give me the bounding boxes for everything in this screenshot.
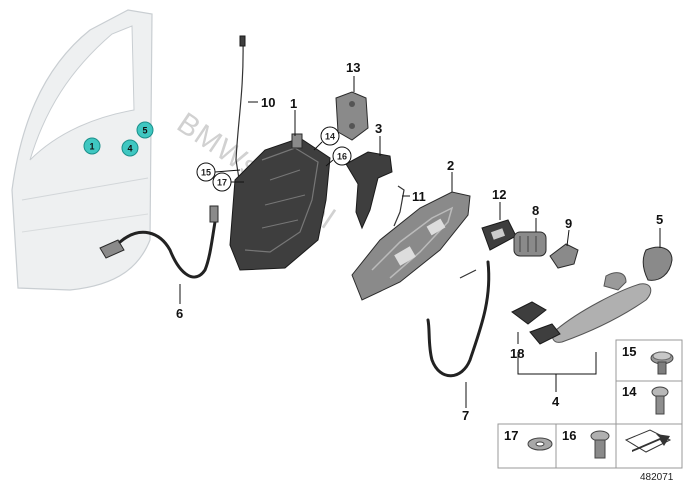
- screw-16-icon: [590, 430, 610, 459]
- callout-6-label: 6: [176, 306, 183, 321]
- circled-callout-17-label: 17: [217, 178, 227, 188]
- callout-18: 18: [510, 332, 524, 361]
- screw-15-icon: [650, 351, 674, 375]
- washer-17-icon: [527, 437, 553, 451]
- callout-18-label: 18: [510, 346, 524, 361]
- door-marker-4: 4: [121, 139, 139, 157]
- part-8-lock-cylinder: [513, 231, 547, 257]
- callout-4: 4: [517, 352, 597, 409]
- circled-callout-16: 16: [325, 146, 352, 167]
- callout-7-label: 7: [462, 408, 469, 423]
- callout-12-label: 12: [492, 187, 506, 202]
- circled-callout-14: 14: [313, 126, 340, 151]
- door-panel: [11, 9, 153, 291]
- part-4-door-handle: [552, 272, 652, 343]
- callout-13: 13: [346, 60, 360, 92]
- callout-2: 2: [447, 158, 454, 192]
- callout-10-label: 10: [261, 95, 275, 110]
- part-10-rod: [235, 35, 246, 186]
- circled-callout-15-label: 15: [201, 168, 211, 178]
- callout-2-label: 2: [447, 158, 454, 173]
- callout-7: 7: [462, 382, 469, 423]
- door-marker-4-label: 4: [127, 144, 132, 154]
- callout-9-label: 9: [565, 216, 572, 231]
- door-marker-1-label: 1: [89, 142, 94, 152]
- callout-3: 3: [375, 121, 382, 156]
- circled-callout-14-label: 14: [325, 132, 335, 142]
- callout-6: 6: [176, 284, 183, 321]
- arrow-symbol-icon: [624, 429, 672, 453]
- door-marker-1: 1: [83, 137, 101, 155]
- part-12-gasket: [481, 219, 517, 251]
- callout-1: 1: [290, 96, 297, 136]
- door-marker-5: 5: [136, 121, 154, 139]
- callout-5-label: 5: [656, 212, 663, 227]
- table-label-14: 14: [622, 384, 637, 399]
- callout-3-label: 3: [375, 121, 382, 136]
- callout-11-label: 11: [412, 189, 426, 204]
- part-1-door-lock: [229, 133, 331, 271]
- callout-11: 11: [402, 189, 426, 204]
- part-2-handle-carrier: [351, 191, 471, 301]
- callout-12: 12: [492, 187, 506, 220]
- part-13-striker: [335, 91, 369, 141]
- callout-9: 9: [565, 216, 572, 247]
- reference-number: 482071: [640, 472, 674, 483]
- part-7-cable: [426, 260, 491, 378]
- circled-callout-15: 15: [196, 162, 241, 182]
- callout-5: 5: [656, 212, 663, 248]
- part-3-bracket: [345, 151, 393, 230]
- callout-1-label: 1: [290, 96, 297, 111]
- circled-callout-17: 17: [212, 172, 244, 192]
- callout-8: 8: [532, 203, 539, 232]
- table-label-16: 16: [562, 428, 576, 443]
- circled-callout-16-label: 16: [337, 152, 347, 162]
- fastener-table: 15 14 17 16 482071: [497, 339, 683, 483]
- callout-10: 10: [248, 95, 275, 110]
- screw-14-icon: [651, 386, 669, 415]
- table-label-17: 17: [504, 428, 518, 443]
- callout-8-label: 8: [532, 203, 539, 218]
- part-11-rod: [393, 185, 405, 227]
- part-5-cover-cap: [642, 246, 673, 281]
- callout-4-label: 4: [552, 394, 560, 409]
- callout-13-label: 13: [346, 60, 360, 75]
- part-9-bracket: [549, 243, 579, 269]
- table-label-15: 15: [622, 344, 636, 359]
- part-18-clips: [511, 301, 561, 345]
- door-marker-5-label: 5: [142, 126, 147, 136]
- part-6-bowden-cable: [99, 205, 219, 279]
